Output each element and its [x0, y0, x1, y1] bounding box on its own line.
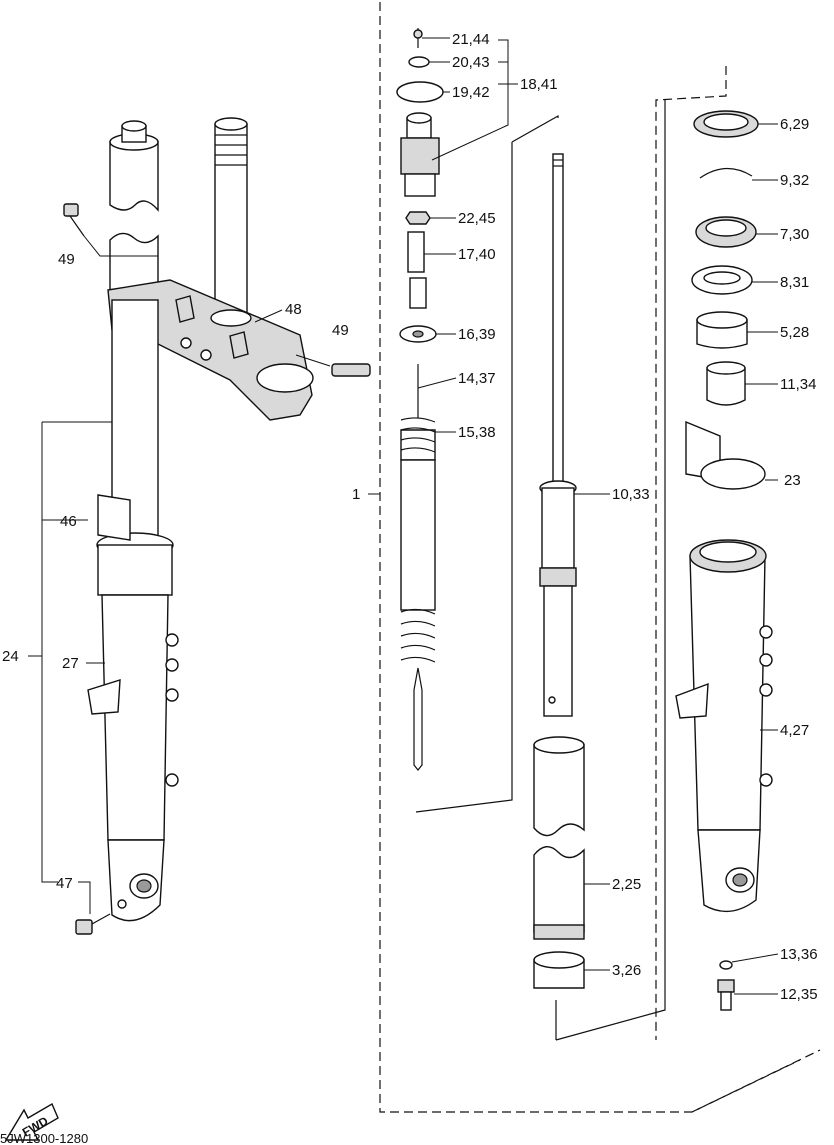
callout-8-31: 8,31: [780, 274, 809, 291]
damper-column: [396, 28, 444, 771]
callout-2-25: 2,25: [612, 876, 641, 893]
callout-19-42: 19,42: [452, 84, 490, 101]
callout-48: 48: [285, 301, 302, 318]
diagram-code: 5JW1300-1280: [0, 1131, 88, 1145]
callout-47: 47: [56, 875, 73, 892]
outer-tube-column: [675, 110, 773, 1011]
callout-labels: 21,44 20,43 19,42 18,41 22,45 17,40 16,3…: [0, 31, 818, 1145]
callout-11-34: 11,34: [780, 376, 816, 393]
callout-15-38: 15,38: [458, 424, 496, 441]
assembly-boundary: [379, 2, 821, 1113]
callout-46: 46: [60, 513, 77, 530]
callout-17-40: 17,40: [458, 246, 496, 263]
callout-49-right: 49: [332, 322, 349, 339]
callout-1: 1: [352, 486, 360, 503]
callout-4-27: 4,27: [780, 722, 809, 739]
grouping-lines: [415, 100, 666, 1041]
callout-10-33: 10,33: [612, 486, 650, 503]
callout-18-41: 18,41: [520, 76, 558, 93]
callout-3-26: 3,26: [612, 962, 641, 979]
callout-23: 23: [784, 472, 801, 489]
callout-5-28: 5,28: [780, 324, 809, 341]
callout-20-43: 20,43: [452, 54, 490, 71]
fwd-direction-arrow: FWD: [4, 1102, 59, 1141]
inner-tube-column: [533, 153, 585, 989]
callout-16-39: 16,39: [458, 326, 496, 343]
callout-7-30: 7,30: [780, 226, 809, 243]
callout-6-29: 6,29: [780, 116, 809, 133]
callout-9-32: 9,32: [780, 172, 809, 189]
callout-14-37: 14,37: [458, 370, 496, 387]
callout-49-upper: 49: [58, 251, 75, 268]
callout-21-44: 21,44: [452, 31, 490, 48]
callout-12-35: 12,35: [780, 986, 818, 1003]
callout-13-36: 13,36: [780, 946, 818, 963]
leader-lines: [28, 37, 779, 995]
callout-22-45: 22,45: [458, 210, 496, 227]
callout-24: 24: [2, 648, 19, 665]
fork-leg-assembly: [63, 117, 371, 935]
callout-27: 27: [62, 655, 79, 672]
